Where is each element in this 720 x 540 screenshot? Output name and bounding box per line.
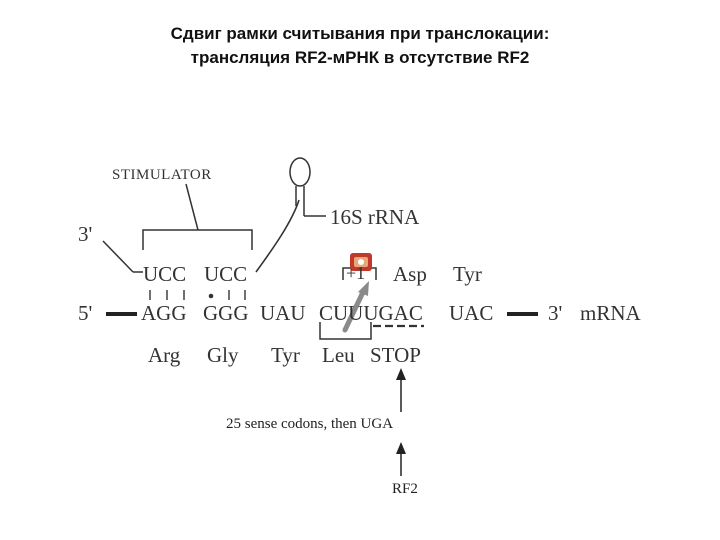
aa-arg: Arg (148, 343, 181, 367)
stimulator-bracket (142, 229, 253, 250)
mrna-label: mRNA (580, 301, 641, 325)
arrow-to-annotation-head (396, 442, 406, 454)
mrna-codon-uac: UAC (449, 301, 494, 325)
aa-leu: Leu (322, 343, 355, 367)
rrna-strand (255, 199, 300, 273)
mrna-codon-ggg: GGG (203, 301, 249, 325)
stimulator-label: STIMULATOR (112, 167, 212, 183)
mrna-codon-agg: AGG (141, 301, 187, 325)
frameshift-arrowhead (358, 281, 369, 296)
mrna-codon-cuuugac: CUUUGAC (319, 301, 423, 325)
rf2-label: RF2 (392, 481, 418, 497)
rrna-3prime-label: 3' (78, 222, 93, 246)
aa-gly: Gly (207, 343, 239, 367)
rrna-codon-2: UCC (204, 262, 248, 286)
hairpin-loop (289, 157, 311, 187)
slide-title-line2: трансляция RF2-мРНК в отсутствие RF2 (190, 48, 530, 67)
base-pair-ticks (149, 290, 246, 300)
aa-stop: STOP (370, 343, 421, 367)
sense-codons-annotation: 25 sense codons, then UGA (226, 416, 394, 432)
plus1-frame-label: +1 (346, 263, 366, 283)
arrow-to-stop-head (396, 368, 406, 380)
zero-frame-bracket (319, 322, 372, 340)
mrna-codon-uau: UAU (260, 301, 306, 325)
shifted-aa-tyr: Tyr (453, 262, 482, 286)
aa-tyr: Tyr (271, 343, 300, 367)
rrna-3prime-tail (102, 240, 134, 273)
shifted-aa-asp: Asp (393, 262, 427, 286)
stimulator-pointer (185, 183, 199, 231)
slide-title-line1: Сдвиг рамки считывания при транслокации: (170, 24, 550, 43)
wobble-pair-dot (208, 293, 214, 299)
rrna-codon-1: UCC (143, 262, 187, 286)
rrna-label: 16S rRNA (330, 205, 420, 229)
ribosome-shift-icon (350, 253, 372, 271)
mrna-5prime-label: 5' (78, 301, 93, 325)
mrna-3prime-label: 3' (548, 301, 563, 325)
frameshift-arrow (342, 287, 367, 333)
